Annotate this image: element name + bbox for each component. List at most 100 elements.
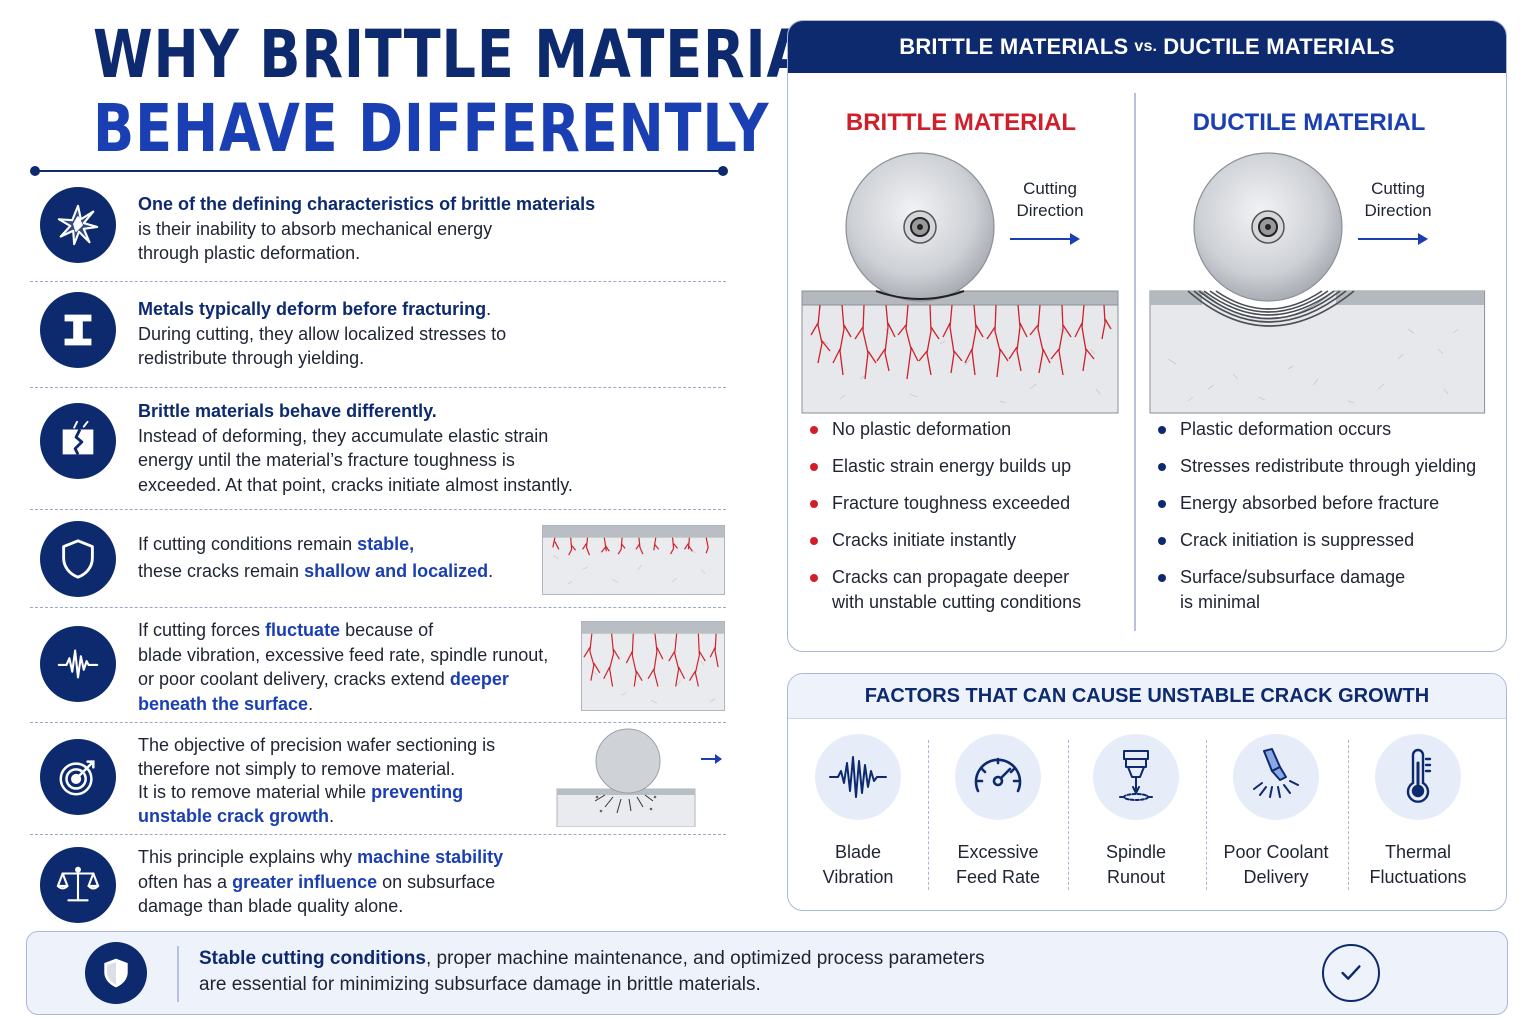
- thermometer-icon: [1375, 734, 1461, 820]
- point-punct: .: [329, 805, 335, 826]
- point-punct: .: [486, 299, 492, 319]
- factors-title: FACTORS THAT CAN CAUSE UNSTABLE CRACK GR…: [788, 674, 1506, 719]
- point-text: One of the defining characteristics of b…: [138, 192, 595, 266]
- factors-panel: FACTORS THAT CAN CAUSE UNSTABLE CRACK GR…: [787, 673, 1507, 911]
- list-line: is minimal: [1180, 592, 1261, 612]
- point-line: through plastic deformation.: [138, 243, 361, 263]
- label-line: Vibration: [822, 867, 894, 887]
- title-line-2: BEHAVE DIFFERENTLY: [93, 90, 770, 167]
- list-item: Plastic deformation occurs: [1158, 417, 1476, 442]
- shield-icon: [85, 942, 147, 1004]
- spindle-icon: [1093, 734, 1179, 820]
- list-item: Crack initiation is suppressed: [1158, 528, 1476, 553]
- label-line: Fluctuations: [1369, 867, 1467, 887]
- label-line: Delivery: [1243, 867, 1309, 887]
- header-brittle: BRITTLE MATERIALS: [899, 34, 1129, 59]
- highlight-text: preventing: [371, 782, 464, 802]
- point-row-objective: The objective of precision wafer section…: [30, 723, 726, 835]
- point-heading: Brittle materials behave differently.: [138, 401, 437, 421]
- point-line: exceeded. At that point, cracks initiate…: [138, 474, 573, 495]
- ductile-cutting-illustration: [1148, 139, 1488, 417]
- point-line: these cracks remain: [138, 561, 305, 581]
- point-line: therefore not simply to remove material.: [138, 758, 456, 779]
- point-punct: .: [488, 561, 494, 581]
- list-item: Cracks initiate instantly: [810, 528, 1081, 553]
- label-line: Cutting: [1023, 179, 1077, 198]
- point-line: This principle explains why: [138, 847, 358, 867]
- ductile-title: DUCTILE MATERIAL: [1192, 109, 1426, 136]
- label-line: Thermal: [1384, 842, 1451, 862]
- summary-bold: Stable cutting conditions: [199, 948, 426, 969]
- factor-divider: [1348, 740, 1349, 890]
- highlight-text: shallow and localized: [304, 561, 489, 581]
- point-text: Brittle materials behave differently. In…: [138, 399, 573, 497]
- highlight-text: greater influence: [232, 871, 378, 892]
- cracked-block-icon: [40, 403, 116, 479]
- highlight-text: beneath the surface: [138, 693, 309, 714]
- list-item: Stresses redistribute through yielding: [1158, 454, 1476, 479]
- coolant-nozzle-icon: [1233, 734, 1319, 820]
- summary-text: Stable cutting conditions, proper machin…: [199, 946, 985, 998]
- point-heading: One of the defining characteristics of b…: [138, 194, 596, 214]
- point-text: The objective of precision wafer section…: [138, 734, 495, 828]
- highlight-text: deeper: [449, 669, 509, 689]
- point-line: damage than blade quality alone.: [138, 896, 404, 916]
- list-item: Energy absorbed before fracture: [1158, 491, 1476, 516]
- comparison-header: BRITTLE MATERIALS vs. DUCTILE MATERIALS: [788, 21, 1506, 73]
- highlight-text: unstable crack growth: [138, 805, 330, 826]
- title-divider: [30, 166, 728, 176]
- shallow-cracks-thumbnail: [542, 525, 725, 595]
- point-row-machine-stability: This principle explains why machine stab…: [30, 835, 726, 925]
- vibration-wave-icon: [815, 734, 901, 820]
- factor-divider: [1206, 740, 1207, 890]
- point-text: If cutting conditions remain stable, the…: [138, 531, 493, 585]
- point-text: Metals typically deform before fracturin…: [138, 297, 506, 371]
- point-line: or poor coolant delivery, cracks extend: [138, 669, 450, 689]
- cutting-direction-label: Cutting Direction: [1002, 178, 1098, 222]
- list-item: Fracture toughness exceeded: [810, 491, 1081, 516]
- list-item: Surface/subsurface damage is minimal: [1158, 565, 1476, 615]
- label-line: Direction: [1016, 201, 1084, 220]
- point-line: energy until the material’s fracture tou…: [138, 450, 515, 470]
- point-row-brittle-differs: Brittle materials behave differently. In…: [30, 388, 726, 510]
- saw-cut-thumbnail: [555, 727, 727, 828]
- point-line: on subsurface: [377, 871, 496, 892]
- highlight-text: stable,: [357, 534, 415, 554]
- label-line: Blade: [834, 842, 882, 862]
- point-line: If cutting conditions remain: [138, 534, 358, 554]
- list-item: No plastic deformation: [810, 417, 1081, 442]
- label-line: Excessive: [957, 842, 1039, 862]
- factor-divider: [1068, 740, 1069, 890]
- ductile-points-list: Plastic deformation occurs Stresses redi…: [1158, 417, 1476, 627]
- point-line: It is to remove material while: [138, 782, 372, 802]
- target-icon: [40, 739, 116, 815]
- label-line: Cutting: [1371, 179, 1425, 198]
- point-row-metals-deform: Metals typically deform before fracturin…: [30, 282, 726, 388]
- point-line: redistribute through yielding.: [138, 348, 365, 368]
- banner-divider: [177, 946, 179, 1002]
- shield-icon: [40, 521, 116, 597]
- list-item: Elastic strain energy builds up: [810, 454, 1081, 479]
- brittle-title: BRITTLE MATERIAL: [845, 109, 1077, 136]
- label-line: Poor Coolant: [1223, 842, 1329, 862]
- i-beam-icon: [40, 292, 116, 368]
- label-line: Direction: [1364, 201, 1432, 220]
- point-heading: Metals typically deform before fracturin…: [138, 299, 487, 319]
- point-text: If cutting forces fluctuate because of b…: [138, 618, 548, 716]
- point-punct: .: [308, 693, 314, 714]
- cutting-direction-label: Cutting Direction: [1350, 178, 1446, 222]
- label-line: Spindle: [1105, 842, 1167, 862]
- point-line: If cutting forces: [138, 620, 266, 640]
- header-vs: vs.: [1134, 38, 1158, 55]
- point-text: This principle explains why machine stab…: [138, 845, 503, 919]
- list-line: Surface/subsurface damage: [1180, 567, 1406, 587]
- highlight-text: machine stability: [357, 847, 504, 867]
- balance-scale-icon: [40, 847, 116, 923]
